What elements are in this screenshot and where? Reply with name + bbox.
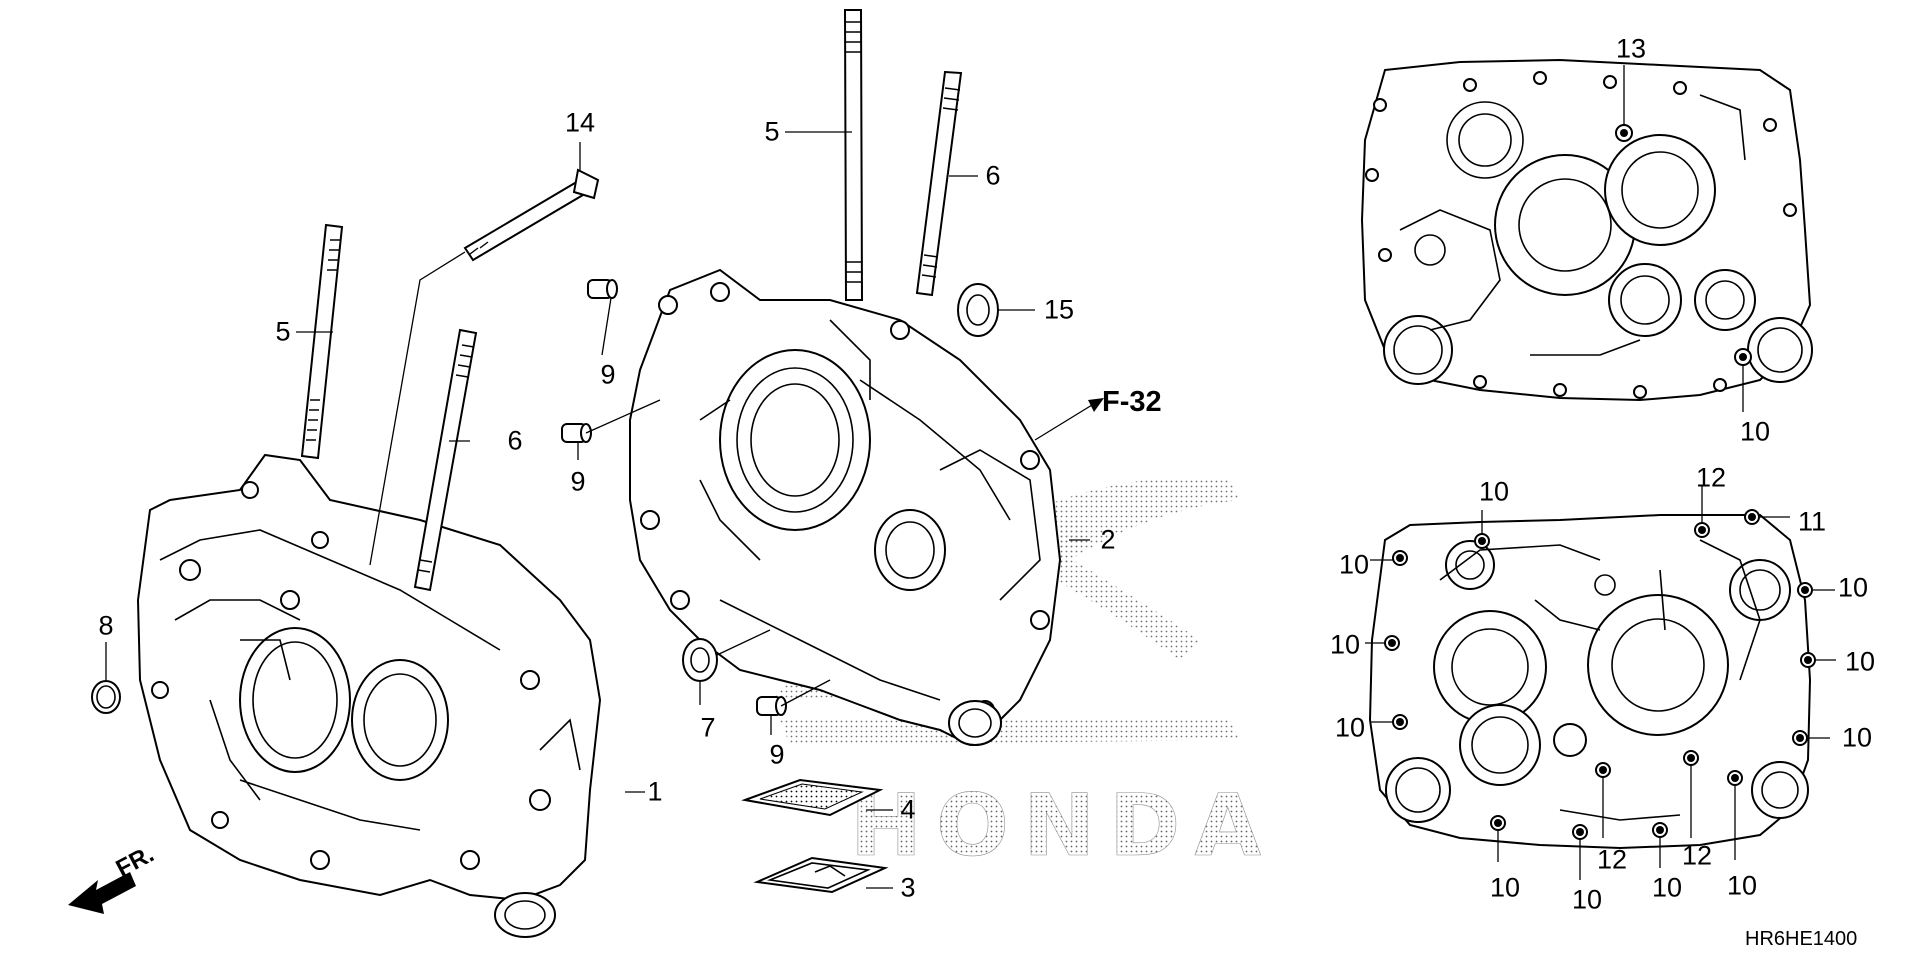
callout-10: 10 <box>1571 884 1603 915</box>
callout-10: 10 <box>1338 549 1370 580</box>
callout-10: 10 <box>1837 572 1869 603</box>
callout-11: 11 <box>1797 506 1827 537</box>
callout-2: 2 <box>1100 524 1116 555</box>
callout-9: 9 <box>769 739 785 770</box>
callout-8: 8 <box>98 610 114 641</box>
reference-arrow <box>1034 398 1104 441</box>
front-direction-arrow-icon <box>68 872 136 914</box>
callout-4: 4 <box>900 794 916 825</box>
strainer-cover-3 <box>753 856 889 894</box>
callout-1: 1 <box>647 776 663 807</box>
callout-12: 12 <box>1596 844 1628 875</box>
callout-9: 9 <box>570 466 586 497</box>
callout-6: 6 <box>507 425 523 456</box>
left-crankcase-half <box>136 453 602 938</box>
callout-10: 10 <box>1726 870 1758 901</box>
reference-label-f32: F-32 <box>1102 386 1162 418</box>
oil-seal-7 <box>682 629 771 682</box>
stud-bolt-6-right <box>915 70 963 297</box>
callout-10: 10 <box>1739 416 1771 447</box>
callout-10: 10 <box>1844 646 1876 677</box>
right-crankcase-half <box>629 268 1062 747</box>
callout-7: 7 <box>700 712 716 743</box>
callout-10: 10 <box>1651 872 1683 903</box>
flange-bolt-14 <box>369 168 600 566</box>
callout-10: 10 <box>1489 872 1521 903</box>
stud-bolt-5-right <box>843 9 864 301</box>
bearing-15 <box>957 283 1035 337</box>
callout-12: 12 <box>1695 462 1727 493</box>
callout-10: 10 <box>1841 722 1873 753</box>
strainer-screen-4 <box>741 778 884 817</box>
callout-12: 12 <box>1681 840 1713 871</box>
stud-bolt-6-left <box>413 328 478 592</box>
callout-leader-lines-right <box>1365 65 1836 880</box>
callout-14: 14 <box>564 107 596 138</box>
callout-5: 5 <box>275 316 291 347</box>
callout-3: 3 <box>900 872 916 903</box>
callout-9: 9 <box>600 359 616 390</box>
o-ring-8 <box>91 680 121 714</box>
diagram-code: HR6HE1400 <box>1745 928 1858 950</box>
crankcase-face-view-top <box>1360 58 1813 402</box>
callout-15: 15 <box>1043 294 1075 325</box>
callout-13: 13 <box>1615 33 1647 64</box>
stud-bolt-5-left <box>300 223 344 460</box>
callout-5: 5 <box>764 116 780 147</box>
dowel-pin-9-b <box>561 399 661 443</box>
dowel-pin-9-a <box>587 279 618 299</box>
dowel-pin-9-c <box>756 679 831 716</box>
callout-6: 6 <box>985 160 1001 191</box>
callout-10: 10 <box>1329 629 1361 660</box>
callout-10: 10 <box>1334 712 1366 743</box>
honda-watermark-text: HONDA <box>850 776 1275 876</box>
crankcase-face-view-bottom <box>1368 509 1816 850</box>
callout-leader-lines <box>105 131 1090 889</box>
callout-10: 10 <box>1478 476 1510 507</box>
